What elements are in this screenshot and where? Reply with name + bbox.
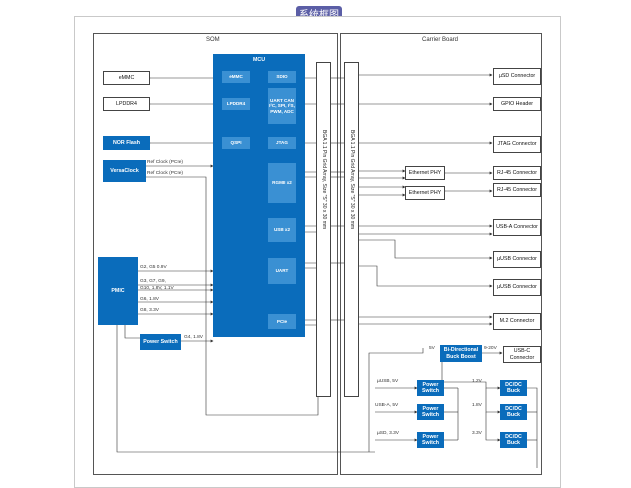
dc-dc-buck-3: DC/DC Buck [500, 432, 527, 448]
micro-usb-connector-1: µUSB Connector [493, 251, 541, 268]
som-label: SOM [206, 37, 220, 43]
rail-label-5v: 5V [429, 346, 435, 351]
rail-label-1v8: 1.8V [472, 403, 482, 408]
carrier-bga-bar [344, 62, 359, 397]
mcu-label: MCU [252, 57, 266, 63]
carrier-power-switch-2: Power Switch [417, 404, 444, 420]
dc-dc-buck-2: DC/DC Buck [500, 404, 527, 420]
usd-connector: µSD Connector [493, 68, 541, 85]
mcu-port-uart-can: UART CAN I²C, SPI, I²S, PWM, ADC [268, 88, 296, 124]
ref-clock-label-1: Ref Clock (PCIe) [147, 160, 183, 165]
som-bga-label: BGA 1.1 Pin Grid Array, Size "S" 30 x 30… [321, 130, 327, 230]
ref-clock-label-2: Ref Clock (PCIe) [147, 171, 183, 176]
ethernet-phy-2: Ethernet PHY [405, 186, 445, 200]
rj45-connector-1: RJ-45 Connector [493, 166, 541, 180]
carrier-bga-label: BGA 1.1 Pin Grid Array, Size "S" 30 x 30… [349, 130, 355, 230]
m2-connector: M.2 Connector [493, 313, 541, 330]
carrier-label: Carrier Board [422, 37, 459, 43]
rail-label-usd-3v3: µSD, 3.3V [377, 431, 399, 436]
rail-label-usb-5v: µUSB, 5V [377, 379, 399, 384]
carrier-power-switch-3: Power Switch [417, 432, 444, 448]
mcu-port-sdio: SDIO [268, 71, 296, 83]
carrier-power-switch-1: Power Switch [417, 380, 444, 396]
lpddr4-chip: LPDDR4 [103, 97, 150, 111]
pmic-chip: PMIC [98, 257, 138, 325]
som-power-switch: Power Switch [140, 334, 181, 350]
emmc-chip: eMMC [103, 71, 150, 85]
mcu-port-pcie: PCIe [268, 314, 296, 329]
pmic-rail-label-2: G3, G7, G9, [140, 279, 166, 284]
mcu-port-jtag: JTAG [268, 137, 296, 149]
rj45-connector-2: RJ-45 Connector [493, 183, 541, 197]
rail-label-usba-5v: USB-A, 5V [375, 403, 399, 408]
jtag-connector: JTAG Connector [493, 136, 541, 153]
dc-dc-buck-1: DC/DC Buck [500, 380, 527, 396]
micro-usb-connector-2: µUSB Connector [493, 279, 541, 296]
usb-a-connector: USB-A Connector [493, 219, 541, 236]
rail-label-9-20v: 9-20V [484, 346, 497, 351]
nor-flash-chip: NOR Flash [103, 136, 150, 150]
pmic-rail-label-5: G8, 3.3V [140, 308, 159, 313]
rail-label-3v3: 3.3V [472, 431, 482, 436]
usb-c-connector: USB-C Connector [503, 346, 541, 363]
pmic-rail-label-1: G2, G5 0.9V [140, 265, 167, 270]
pmic-rail-label-3: G10, 1.8V, 1.1V [140, 286, 174, 291]
mcu-port-emmc: eMMC [222, 71, 250, 83]
som-bga-bar [316, 62, 331, 397]
mcu-port-usb: USB x2 [268, 218, 296, 242]
pmic-rail-label-4: G6, 1.8V [140, 297, 159, 302]
mcu-port-rgmii: RGMII x2 [268, 163, 296, 203]
ethernet-phy-1: Ethernet PHY [405, 166, 445, 180]
mcu-port-qspi: QSPI [222, 137, 250, 149]
mcu-port-uart: UART [268, 258, 296, 284]
mcu-port-lpddr4: LPDDR4 [222, 98, 250, 110]
versaclock-chip: VersaClock [103, 160, 146, 182]
rail-label-1v2: 1.2V [472, 379, 482, 384]
power-switch-rail-label: G4, 1.8V [184, 335, 203, 340]
gpio-header: GPIO Header [493, 97, 541, 111]
buck-boost-block: Bi-Directional Buck Boost [440, 345, 482, 362]
